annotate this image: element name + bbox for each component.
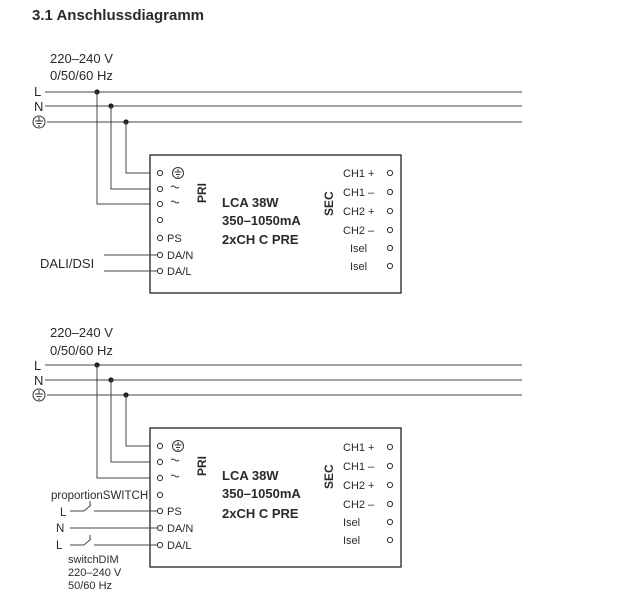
- output-ch2-plus-label: CH2 +: [343, 480, 375, 492]
- driver-box: [149, 154, 402, 294]
- terminal-dal-label: DA/L: [167, 540, 191, 552]
- terminal-pin: [156, 541, 164, 549]
- neutral-drop-wire: [110, 106, 160, 190]
- line-n-label: N: [34, 99, 43, 114]
- terminal-ps-label: PS: [167, 233, 182, 245]
- terminal-pin: [156, 491, 164, 499]
- device-model-label: LCA 38W: [222, 468, 279, 483]
- switchdim-frequency-label: 50/60 Hz: [68, 580, 112, 592]
- pri-label: PRI: [195, 183, 209, 203]
- line-n-label: N: [34, 373, 43, 388]
- switch-line-n-label: N: [56, 523, 64, 535]
- output-ch1-plus-label: CH1 +: [343, 168, 375, 180]
- terminal-pin: [386, 443, 394, 451]
- terminal-pin: [156, 458, 164, 466]
- earth-drop-wire: [125, 395, 160, 447]
- pri-label: PRI: [195, 456, 209, 476]
- terminal-pin: [156, 267, 164, 275]
- terminal-pin: [386, 462, 394, 470]
- terminal-pin: [156, 251, 164, 259]
- terminal-pin: [386, 188, 394, 196]
- terminal-pin: [386, 536, 394, 544]
- proportion-switch-label: proportionSWITCH: [51, 490, 148, 502]
- terminal-pin: [156, 200, 164, 208]
- output-isel-label: Isel: [350, 243, 367, 255]
- terminal-dan-label: DA/N: [167, 250, 193, 262]
- line-drop-wire: [96, 92, 160, 205]
- terminal-pin: [156, 216, 164, 224]
- earth-drop-wire: [125, 122, 160, 174]
- device-current-label: 350–1050mA: [222, 213, 301, 228]
- terminal-pin: [156, 442, 164, 450]
- diagram-2: 220–240 V 0/50/60 Hz L N: [32, 325, 522, 592]
- device-channels-label: 2xCH C PRE: [222, 232, 299, 247]
- terminal-pin: [386, 226, 394, 234]
- supply-voltage-label: 220–240 V: [50, 325, 113, 340]
- driver-box: [149, 427, 402, 568]
- proportion-switch-icon: [70, 501, 157, 512]
- device-channels-label: 2xCH C PRE: [222, 506, 299, 521]
- section-heading: 3.1 Anschlussdiagramm: [32, 7, 204, 24]
- terminal-dal-label: DA/L: [167, 266, 191, 278]
- terminal-pin: [156, 169, 164, 177]
- dali-dsi-label: DALI/DSI: [40, 256, 94, 271]
- ac-wave-icon: [170, 185, 180, 189]
- sec-label: SEC: [322, 464, 336, 489]
- ac-wave-icon: [170, 474, 180, 478]
- neutral-drop-wire: [110, 380, 160, 463]
- terminal-pin: [386, 244, 394, 252]
- earth-terminal-icon: [172, 167, 184, 179]
- switchdim-label: switchDIM: [68, 554, 119, 566]
- line-l-label: L: [34, 358, 41, 373]
- output-ch1-minus-label: CH1 –: [343, 461, 375, 473]
- terminal-pin: [156, 185, 164, 193]
- terminal-pin: [386, 518, 394, 526]
- ac-wave-icon: [170, 200, 180, 204]
- terminal-pin: [386, 481, 394, 489]
- device-current-label: 350–1050mA: [222, 486, 301, 501]
- switch-line-l-label: L: [60, 507, 67, 519]
- line-drop-wire: [96, 365, 160, 479]
- terminal-ps-label: PS: [167, 506, 182, 518]
- device-model-label: LCA 38W: [222, 195, 279, 210]
- earth-ground-icon: [32, 115, 46, 129]
- output-ch2-plus-label: CH2 +: [343, 206, 375, 218]
- switchdim-voltage-label: 220–240 V: [68, 567, 122, 579]
- line-l-label: L: [34, 84, 41, 99]
- output-isel-label: Isel: [350, 261, 367, 273]
- output-ch2-minus-label: CH2 –: [343, 499, 375, 511]
- output-ch1-plus-label: CH1 +: [343, 442, 375, 454]
- output-ch1-minus-label: CH1 –: [343, 187, 375, 199]
- diagram-1: 220–240 V 0/50/60 Hz L N: [32, 51, 522, 294]
- terminal-pin: [156, 474, 164, 482]
- earth-ground-icon: [32, 388, 46, 402]
- switch-line-l-label: L: [56, 540, 63, 552]
- output-isel-label: Isel: [343, 535, 360, 547]
- switchdim-switch-icon: [70, 535, 157, 546]
- terminal-pin: [386, 500, 394, 508]
- terminal-pin: [386, 169, 394, 177]
- sec-label: SEC: [322, 191, 336, 216]
- supply-frequency-label: 0/50/60 Hz: [50, 343, 113, 358]
- terminal-pin: [156, 234, 164, 242]
- output-ch2-minus-label: CH2 –: [343, 225, 375, 237]
- terminal-pin: [156, 524, 164, 532]
- supply-frequency-label: 0/50/60 Hz: [50, 68, 113, 83]
- terminal-pin: [386, 207, 394, 215]
- terminal-pin: [386, 262, 394, 270]
- supply-voltage-label: 220–240 V: [50, 51, 113, 66]
- terminal-pin: [156, 507, 164, 515]
- output-isel-label: Isel: [343, 517, 360, 529]
- earth-terminal-icon: [172, 440, 184, 452]
- terminal-dan-label: DA/N: [167, 523, 193, 535]
- ac-wave-icon: [170, 458, 180, 462]
